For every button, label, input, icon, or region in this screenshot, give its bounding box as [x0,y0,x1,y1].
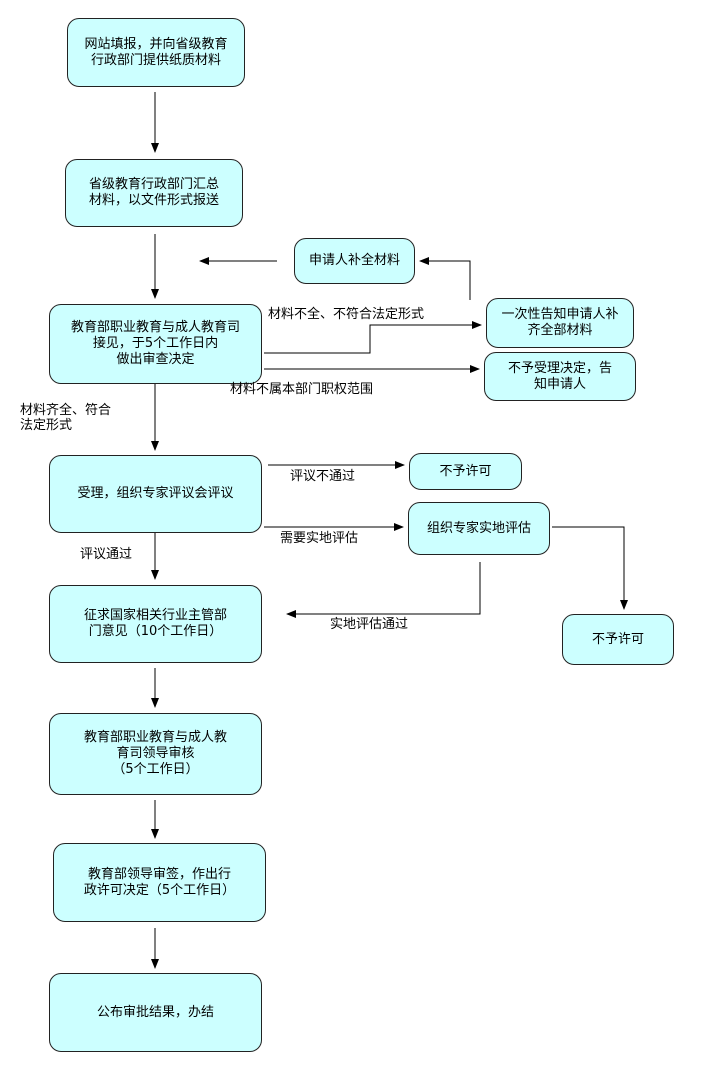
box-supplement-materials: 申请人补全材料 [294,238,415,284]
step-department-approval: 教育部职业教育与成人教 育司领导审核 （5个工作日） [49,713,262,795]
arrow-notify-to-supplement [419,257,471,300]
label-review-fail: 评议不通过 [290,469,356,484]
arrow-field-to-deny2 [552,526,628,610]
step-consult-authorities: 征求国家相关行业主管部 门意见（10个工作日） [49,585,262,663]
arrow-field-to-n5 [286,562,481,618]
label-field-eval-pass: 实地评估通过 [330,617,409,632]
box-notify-once: 一次性告知申请人补 齐全部材料 [486,298,634,348]
step-online-submit: 网站填报，并向省级教育 行政部门提供纸质材料 [67,18,245,87]
label-review-pass: 评议通过 [80,547,133,562]
label-need-field-eval: 需要实地评估 [280,531,359,546]
box-deny-permit-2: 不予许可 [562,614,674,665]
step-provincial-summary: 省级教育行政部门汇总 材料，以文件形式报送 [65,159,243,227]
label-out-of-scope: 材料不属本部门职权范围 [230,382,374,397]
box-field-evaluation: 组织专家实地评估 [408,502,550,555]
label-materials-complete: 材料齐全、符合 法定形式 [20,403,112,433]
label-incomplete-materials: 材料不全、不符合法定形式 [268,307,425,322]
step-ministry-review: 教育部职业教育与成人教育司 接见，于5个工作日内 做出审查决定 [49,304,262,384]
step-publish-result: 公布审批结果，办结 [49,973,262,1052]
arrow-n3-to-notify [264,321,482,354]
step-expert-review: 受理，组织专家评议会评议 [49,455,262,533]
box-deny-permit-1: 不予许可 [409,453,522,490]
step-minister-sign: 教育部领导审签，作出行 政许可决定（5个工作日） [53,843,266,922]
box-reject-acceptance: 不予受理决定，告 知申请人 [484,352,636,401]
